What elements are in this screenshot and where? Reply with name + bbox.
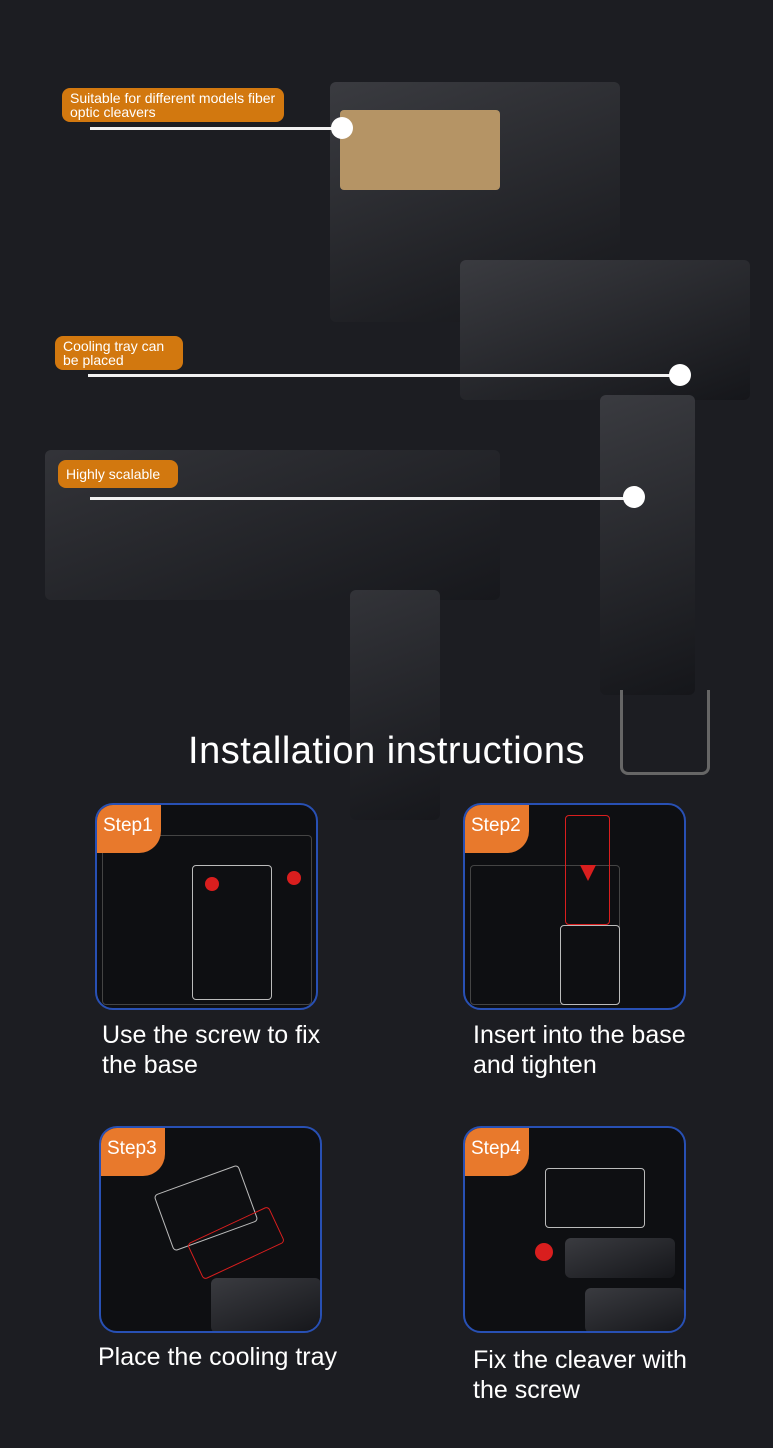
cleaver-gold-clamp [340,110,500,190]
step-badge: Step1 [97,805,161,853]
step-caption: Place the cooling tray [98,1343,338,1371]
cleaver-sketch [545,1168,645,1228]
screw-icon [287,871,301,885]
base-image [211,1278,320,1331]
callout-label-compatibility: Suitable for different models fiber opti… [62,88,284,122]
callout-label-cooling-tray: Cooling tray can be placed [55,336,183,370]
step-caption: Use the screw to fix the base [102,1021,321,1079]
callout-dot [623,486,645,508]
step-card-4: Step4 [463,1126,686,1333]
bracket-stem-front [600,395,695,695]
base-image [585,1288,684,1331]
bracket-sketch [565,815,610,925]
step-badge: Step2 [465,805,529,853]
step-card-2: Step2 [463,803,686,1010]
step-badge: Step4 [465,1128,529,1176]
step-card-3: Step3 [99,1126,322,1333]
handle-sketch [560,925,620,1005]
arrow-down-icon [580,865,596,881]
callout-line [90,497,633,500]
callout-dot [331,117,353,139]
screw-icon [535,1243,553,1261]
step-caption: Fix the cleaver with the screw [473,1346,687,1404]
step-caption: Insert into the base and tighten [473,1021,686,1079]
bracket-stem-back [350,590,440,820]
tray-image [565,1238,675,1278]
step-card-1: Step1 [95,803,318,1010]
callout-label-scalable: Highly scalable [58,460,178,488]
section-title: Installation instructions [188,730,585,772]
callout-line [88,374,680,377]
bracket-sketch [192,865,272,1000]
screw-icon [205,877,219,891]
cooling-tray-image [460,260,750,400]
base-sketch [102,835,312,1005]
callout-line [90,127,340,130]
step-badge: Step3 [101,1128,165,1176]
callout-dot [669,364,691,386]
wire-handle [620,690,710,775]
